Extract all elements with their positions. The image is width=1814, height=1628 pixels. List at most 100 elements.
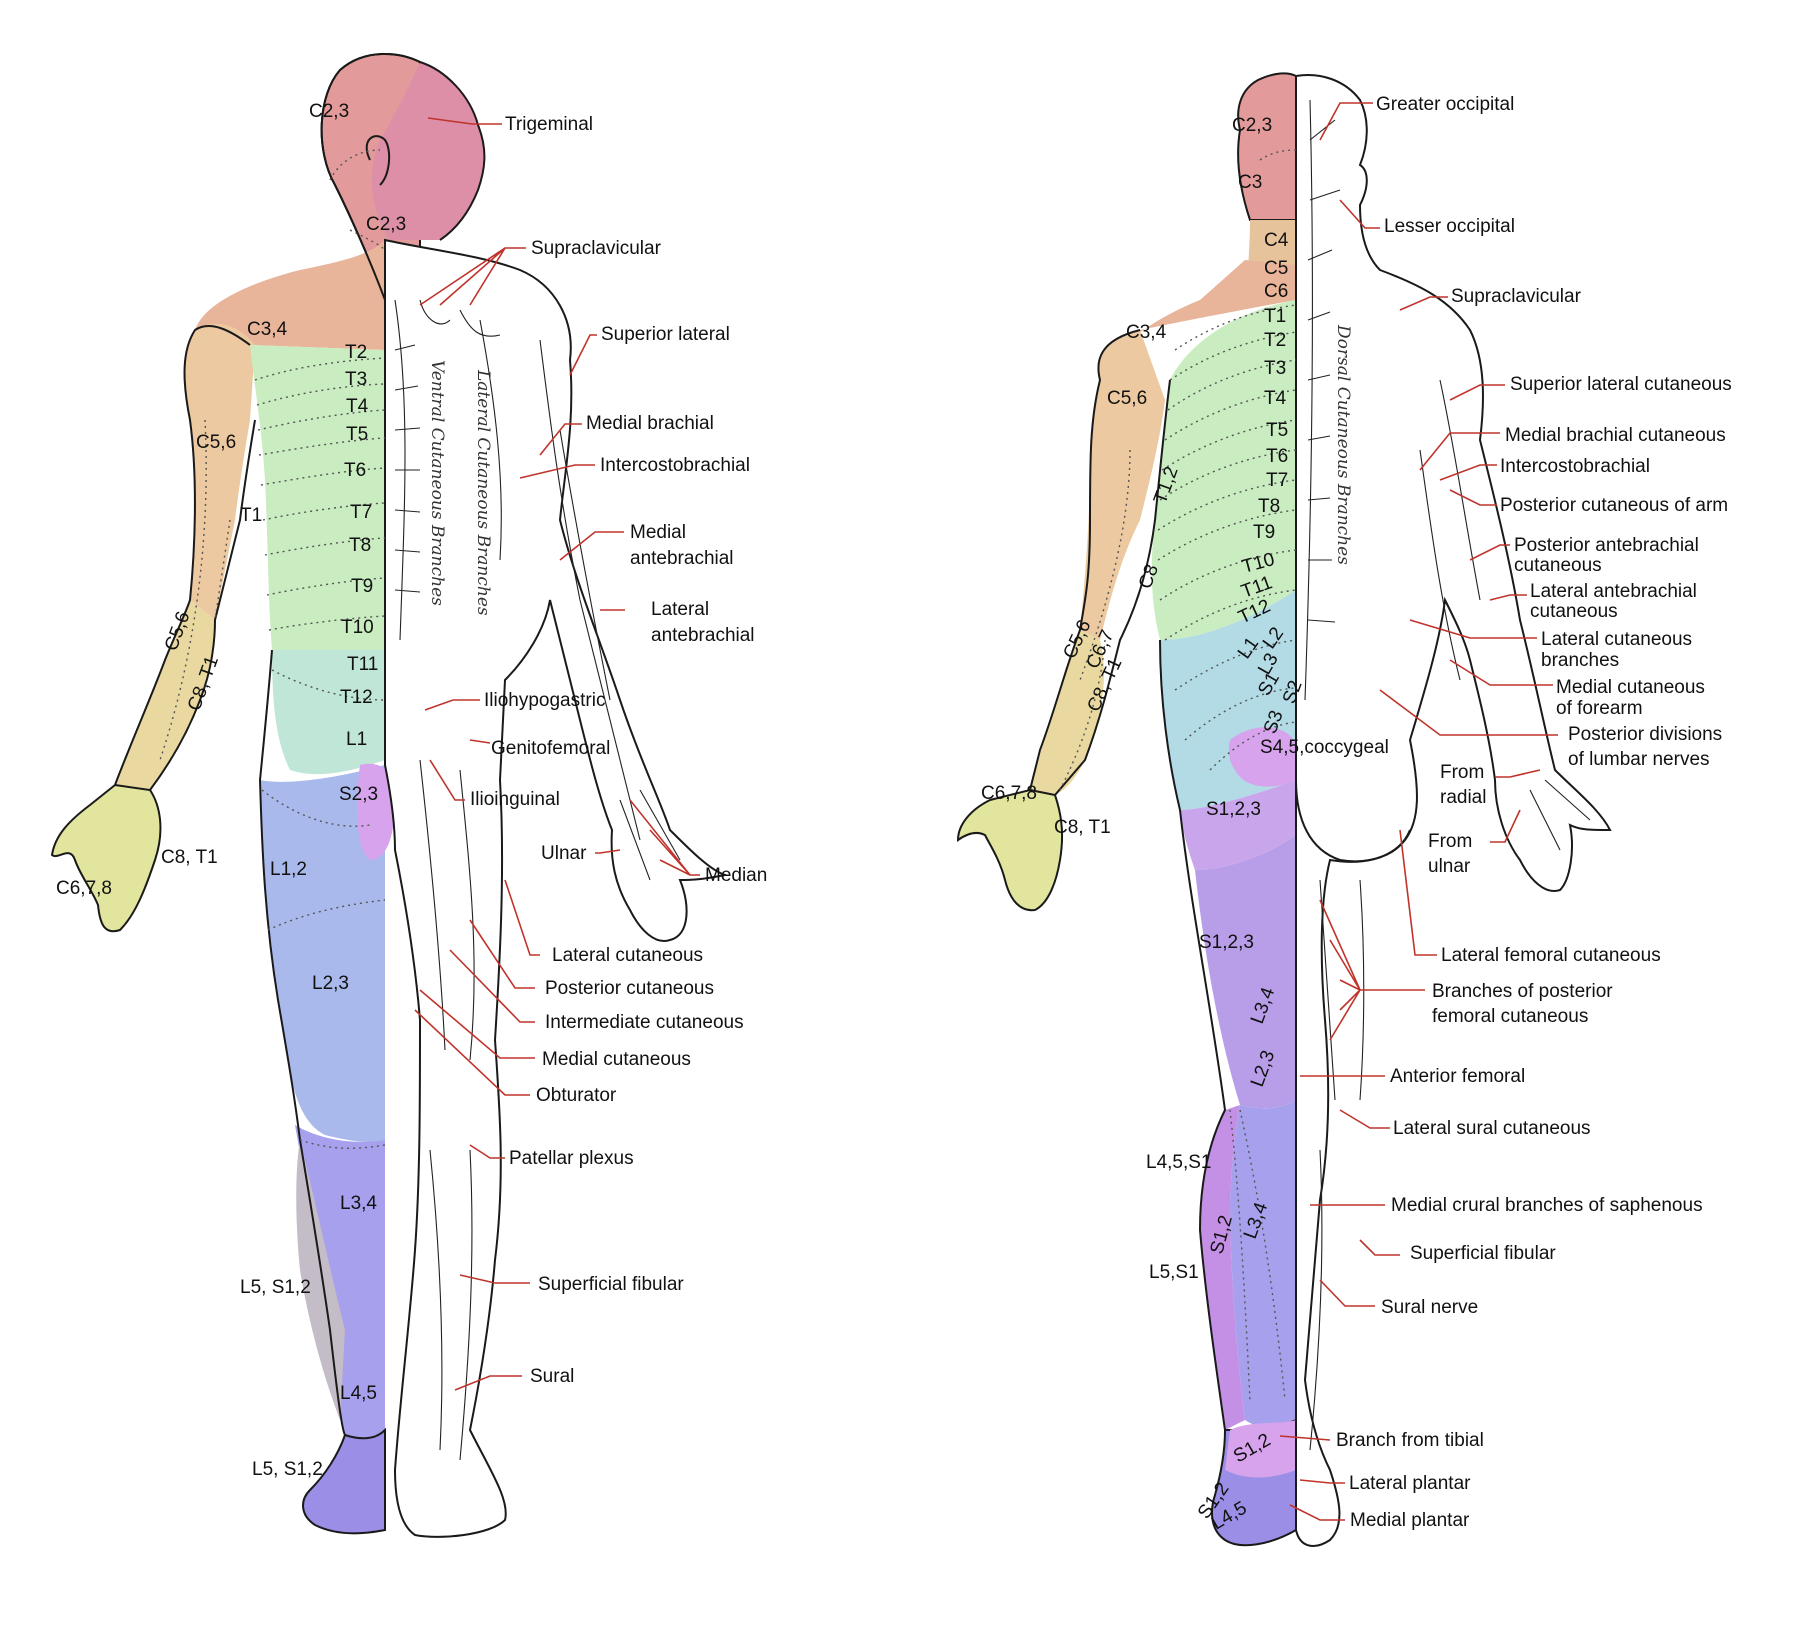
seg-p-37: L4,5,S1 <box>1146 1152 1212 1173</box>
anterior-sacral <box>357 763 395 860</box>
nerve-p-medial-brachial-cutaneous: Medial brachial cutaneous <box>1505 425 1726 446</box>
seg-p-40: L5,S1 <box>1149 1262 1199 1283</box>
seg-p-4: C6 <box>1264 281 1288 302</box>
posterior-back <box>1151 300 1296 640</box>
seg-a-2: C3,4 <box>247 319 288 340</box>
anterior-left-arm-inner <box>149 419 256 791</box>
nerve-p-lateral-antebrachial-2: cutaneous <box>1530 601 1618 622</box>
posterior-forearm <box>1030 630 1105 795</box>
seg-a-24: L3,4 <box>340 1193 377 1214</box>
nerve-p-branches-posterior-femoral-1: Branches of posterior <box>1432 981 1613 1002</box>
anterior-hand <box>50 783 162 933</box>
posterior-shoulder <box>1098 260 1296 380</box>
nerve-p-medial-crural-saphenous: Medial crural branches of saphenous <box>1391 1195 1703 1216</box>
posterior-left-leg-outline <box>1159 639 1227 1431</box>
nerve-p-posterior-antebrachial-1: Posterior antebrachial <box>1514 535 1699 556</box>
seg-a-11: T8 <box>349 535 371 556</box>
posterior-head-region <box>1237 72 1297 221</box>
seg-a-12: T9 <box>351 576 373 597</box>
seg-a-22: C6,7,8 <box>56 878 112 899</box>
nerve-a-ilioinguinal: Ilioinguinal <box>470 789 560 810</box>
nerve-a-lateral-cutaneous: Lateral cutaneous <box>552 945 703 966</box>
nerve-a-medial-1: Medial <box>630 522 686 543</box>
seg-p-11: T5 <box>1266 420 1288 441</box>
nerve-a-supraclavicular: Supraclavicular <box>531 238 662 259</box>
posterior-nerve-branches <box>1304 99 1591 1451</box>
seg-a-18: L1 <box>346 729 367 750</box>
nerve-p-from-radial-1: From <box>1440 762 1484 783</box>
anterior-left-leg-outline <box>258 649 346 1436</box>
anterior-thorax <box>250 345 385 650</box>
anterior-ear <box>365 135 391 186</box>
anterior-neck-shoulder <box>195 240 385 350</box>
nerve-a-lateral-1: Lateral <box>651 599 709 620</box>
nerve-a-medial-brachial: Medial brachial <box>586 413 714 434</box>
nerve-p-from-radial-2: radial <box>1440 787 1486 808</box>
posterior-foot-sacral <box>1225 1420 1296 1478</box>
nerve-p-medial-plantar: Medial plantar <box>1350 1510 1470 1531</box>
seg-a-1: C2,3 <box>366 214 406 235</box>
nerve-a-trigeminal: Trigeminal <box>505 114 593 135</box>
anterior-abdomen <box>272 650 385 775</box>
seg-a-19: S2,3 <box>339 784 378 805</box>
nerve-p-branches-posterior-femoral-2: femoral cutaneous <box>1432 1006 1588 1027</box>
nerve-p-medial-cutaneous-1: Medial cutaneous <box>1556 677 1705 698</box>
anterior-dermatome-lines <box>159 149 386 1149</box>
nerve-p-lateral-plantar: Lateral plantar <box>1349 1473 1471 1494</box>
posterior-leg-lateral <box>1230 1100 1296 1428</box>
nerve-a-intercostobrachial: Intercostobrachial <box>600 455 750 476</box>
seg-a-17: T12 <box>340 687 373 708</box>
posterior-segment-labels: C2,3 C3 C4 C5 C6 T1 C3,4 T2 T3 C5,6 T4 T… <box>981 115 1389 1534</box>
nerve-a-lateral-2: antebrachial <box>651 625 755 646</box>
seg-a-5: T4 <box>346 396 369 417</box>
anterior-forearm <box>115 600 215 790</box>
nerve-p-lateral-cutaneous-2: branches <box>1541 650 1619 671</box>
seg-p-12: T6 <box>1266 446 1288 467</box>
nerve-a-intermediate-cutaneous: Intermediate cutaneous <box>545 1012 744 1033</box>
seg-p-16: T9 <box>1253 522 1275 543</box>
seg-p-33: C8, T1 <box>1054 817 1111 838</box>
anterior-foot <box>302 1427 386 1535</box>
nerve-a-medial-2: antebrachial <box>630 548 734 569</box>
anterior-face-region <box>371 62 485 240</box>
nerve-p-lesser-occipital: Lesser occipital <box>1384 216 1515 237</box>
nerve-p-lateral-antebrachial-1: Lateral antebrachial <box>1530 581 1697 602</box>
nerve-a-posterior-cutaneous: Posterior cutaneous <box>545 978 714 999</box>
nerve-p-posterior-divisions-1: Posterior divisions <box>1568 724 1722 745</box>
seg-a-20: C8, T1 <box>161 847 218 868</box>
nerve-a-patellar-plexus: Patellar plexus <box>509 1148 634 1169</box>
seg-p-32: S1,2,3 <box>1206 799 1261 820</box>
seg-p-31: C6,7,8 <box>981 783 1037 804</box>
posterior-left-arm-outline <box>1029 329 1141 791</box>
seg-p-7: T2 <box>1264 330 1286 351</box>
seg-p-3: C5 <box>1264 258 1288 279</box>
posterior-leader-lines <box>1279 102 1558 1521</box>
posterior-buttock-thigh <box>1180 780 1296 870</box>
anterior-left-arm-outline <box>114 325 251 786</box>
nerve-p-lateral-femoral-cutaneous: Lateral femoral cutaneous <box>1441 945 1661 966</box>
seg-p-6: C3,4 <box>1126 322 1167 343</box>
anterior-nerve-branches <box>394 299 681 1461</box>
posterior-figure: Dorsal Cutaneous Branches C2,3 C3 C4 C5 … <box>956 72 1732 1547</box>
seg-a-8: T6 <box>344 460 366 481</box>
nerve-p-from-ulnar-1: From <box>1428 831 1472 852</box>
seg-p-9: C5,6 <box>1107 388 1147 409</box>
posterior-hand <box>956 788 1064 912</box>
nerve-p-from-ulnar-2: ulnar <box>1428 856 1471 877</box>
posterior-buttock-line <box>1295 779 1411 863</box>
posterior-thigh <box>1195 835 1296 1109</box>
seg-a-0: C2,3 <box>309 101 349 122</box>
anterior-nerve-labels: Trigeminal Supraclavicular Superior late… <box>470 114 767 1387</box>
nerve-p-posterior-divisions-2: of lumbar nerves <box>1568 749 1710 770</box>
seg-p-1: C3 <box>1238 172 1262 193</box>
anterior-lateral-branches-text: Lateral Cutaneous Branches <box>473 369 493 616</box>
anterior-figure: Ventral Cutaneous Branches Lateral Cutan… <box>50 53 767 1538</box>
seg-a-21: L1,2 <box>270 859 307 880</box>
anterior-head-outline <box>320 53 486 301</box>
nerve-p-medial-cutaneous-2: of forearm <box>1556 698 1643 719</box>
seg-a-14: T10 <box>341 617 374 638</box>
nerve-a-ulnar: Ulnar <box>541 843 587 864</box>
anterior-shoulder-c56 <box>184 323 255 620</box>
nerve-p-posterior-cutaneous-arm: Posterior cutaneous of arm <box>1500 495 1728 516</box>
